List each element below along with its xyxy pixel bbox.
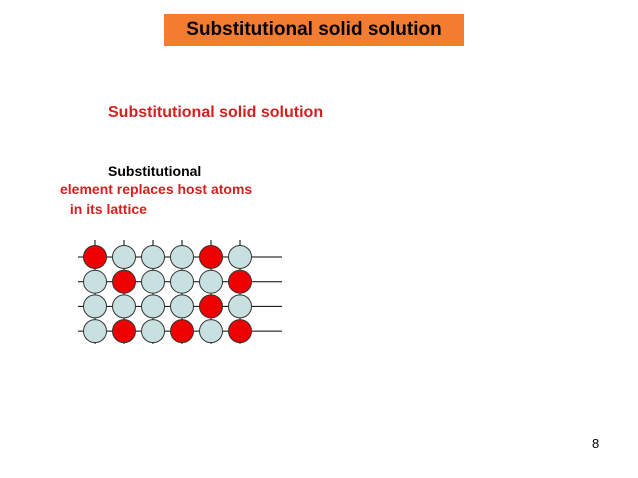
host-atom <box>170 269 194 294</box>
description-line-1: element replaces host atoms <box>60 181 253 197</box>
solute-atom <box>170 319 194 344</box>
solute-atom <box>199 294 223 319</box>
slide-subtitle: Substitutional solid solution <box>108 104 324 121</box>
solute-atom <box>199 245 223 269</box>
host-atom <box>228 294 252 319</box>
description-line-2: in its lattice <box>66 201 147 217</box>
host-atom <box>170 294 194 319</box>
host-atom <box>141 245 165 269</box>
solute-atom <box>228 319 252 344</box>
slide-title: Substitutional solid solution <box>186 19 442 40</box>
host-atom <box>112 294 136 319</box>
page-number: 8 <box>592 436 600 451</box>
host-atom <box>141 269 165 294</box>
host-atom <box>141 319 165 344</box>
solute-atom <box>83 245 107 269</box>
host-atom <box>199 269 223 294</box>
solute-atom <box>112 319 136 344</box>
host-atom <box>199 319 223 344</box>
solute-atom <box>228 269 252 294</box>
host-atom <box>170 245 194 269</box>
host-atom <box>83 294 107 319</box>
description-heading: Substitutional <box>108 163 202 179</box>
solute-atom <box>112 269 136 294</box>
host-atom <box>141 294 165 319</box>
slide-title-box: Substitutional solid solution <box>164 14 464 46</box>
host-atom <box>83 269 107 294</box>
host-atom <box>83 319 107 344</box>
host-atom <box>112 245 136 269</box>
host-atom <box>228 245 252 269</box>
